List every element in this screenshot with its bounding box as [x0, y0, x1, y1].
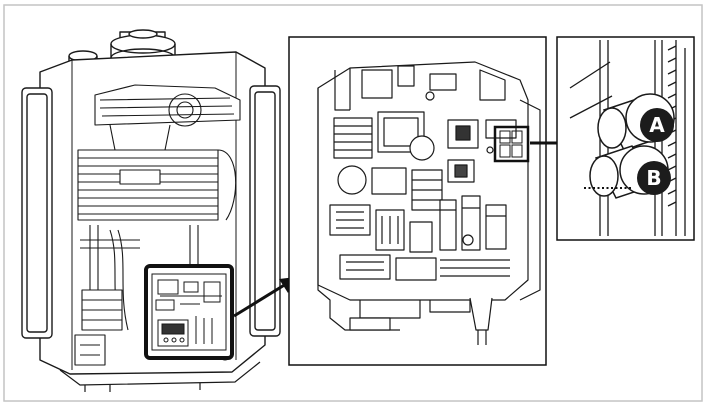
- connector-highlight: [493, 125, 530, 163]
- callout-a-label: A: [649, 113, 665, 137]
- connector-detail-panel: A B: [556, 36, 695, 241]
- control-board-highlight: [144, 264, 234, 360]
- heat-exchanger: [77, 149, 237, 221]
- connector-a: [597, 93, 675, 151]
- outer-frame: [3, 4, 703, 402]
- connector-b: [589, 145, 671, 199]
- callout-b-label: B: [646, 166, 661, 190]
- left-side-panel: [21, 87, 53, 339]
- control-board-panel: [288, 36, 547, 366]
- right-side-panel: [249, 85, 281, 337]
